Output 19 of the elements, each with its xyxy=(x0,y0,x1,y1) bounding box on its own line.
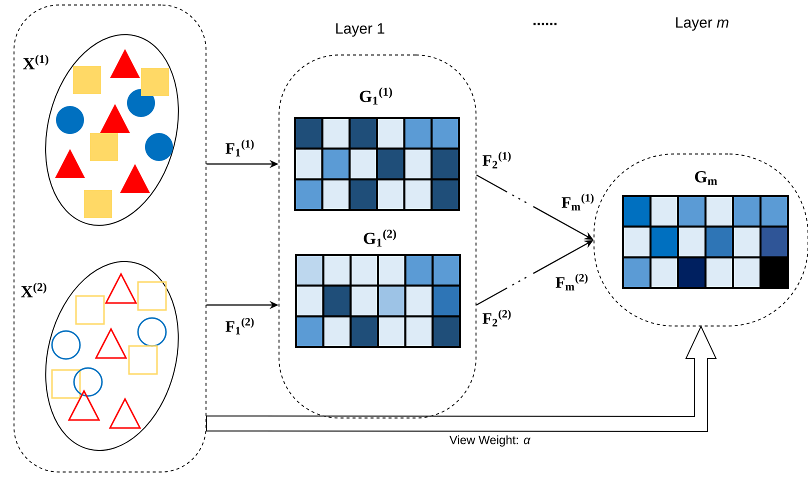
edge-label: F$_{m}$(1) xyxy=(562,194,594,210)
view-label: X$^{(1)}$ xyxy=(23,54,48,70)
edge-label: F$_{1}$(1) xyxy=(226,140,254,156)
matrix-label: G$_{m}$ xyxy=(695,171,718,185)
view-container xyxy=(14,4,206,472)
matrix-label: G$_{1}$(1) xyxy=(360,87,392,105)
layer-heading: Layer m xyxy=(676,17,728,31)
hollow-arrow xyxy=(206,325,717,432)
edge-label: F$_{1}$(2) xyxy=(226,318,254,334)
edge-label: F$_{m}$(2) xyxy=(556,274,588,290)
matrix-label: G$_{1}$(2) xyxy=(364,229,396,247)
layer-container xyxy=(594,154,808,326)
layer-container xyxy=(278,54,476,418)
line-label: F$_{2}$(1) xyxy=(482,152,511,168)
line-label: F$_{2}$(2) xyxy=(482,310,511,326)
edge-label: View Weight: α xyxy=(449,435,531,447)
layer-heading: Layer 1 xyxy=(336,23,384,37)
ellipsis-text: ...... xyxy=(534,22,556,26)
view-label: X$^{(2)}$ xyxy=(21,282,46,298)
